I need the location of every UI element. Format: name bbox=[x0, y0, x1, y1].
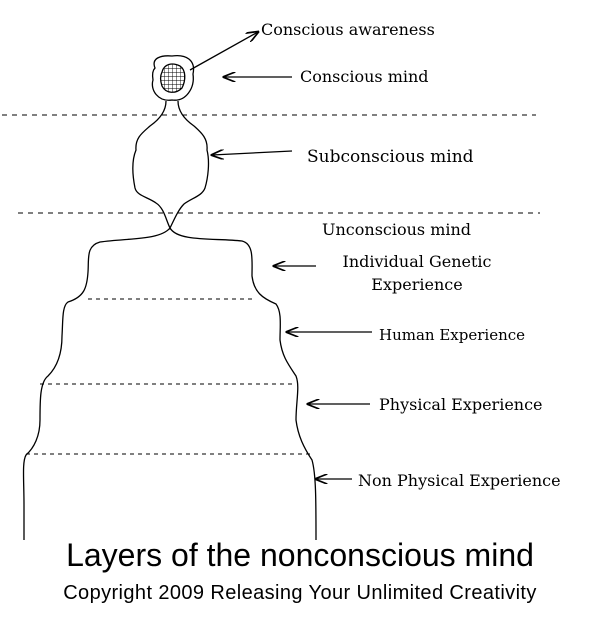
unconscious-mind-outline bbox=[22, 227, 317, 541]
label-physical-experience: Physical Experience bbox=[379, 395, 543, 414]
label-subconscious-mind: Subconscious mind bbox=[307, 147, 474, 167]
subconscious-mind-outline bbox=[132, 100, 210, 229]
label-individual-genetic-line2: Experience bbox=[371, 275, 463, 294]
arrow-subconscious-mind bbox=[212, 151, 293, 155]
label-non-physical-experience: Non Physical Experience bbox=[358, 471, 561, 490]
copyright-text: Copyright 2009 Releasing Your Unlimited … bbox=[63, 582, 537, 604]
label-conscious-awareness: Conscious awareness bbox=[261, 20, 435, 39]
label-individual-genetic-line1: Individual Genetic bbox=[342, 252, 492, 271]
label-conscious-mind: Conscious mind bbox=[300, 67, 429, 86]
label-unconscious-mind: Unconscious mind bbox=[322, 220, 472, 239]
conscious-mind-outline bbox=[151, 54, 195, 101]
label-human-experience: Human Experience bbox=[379, 326, 526, 344]
conscious-awareness-core bbox=[159, 63, 186, 93]
diagram-title: Layers of the nonconscious mind bbox=[66, 537, 534, 573]
arrow-conscious-awareness bbox=[189, 32, 258, 71]
